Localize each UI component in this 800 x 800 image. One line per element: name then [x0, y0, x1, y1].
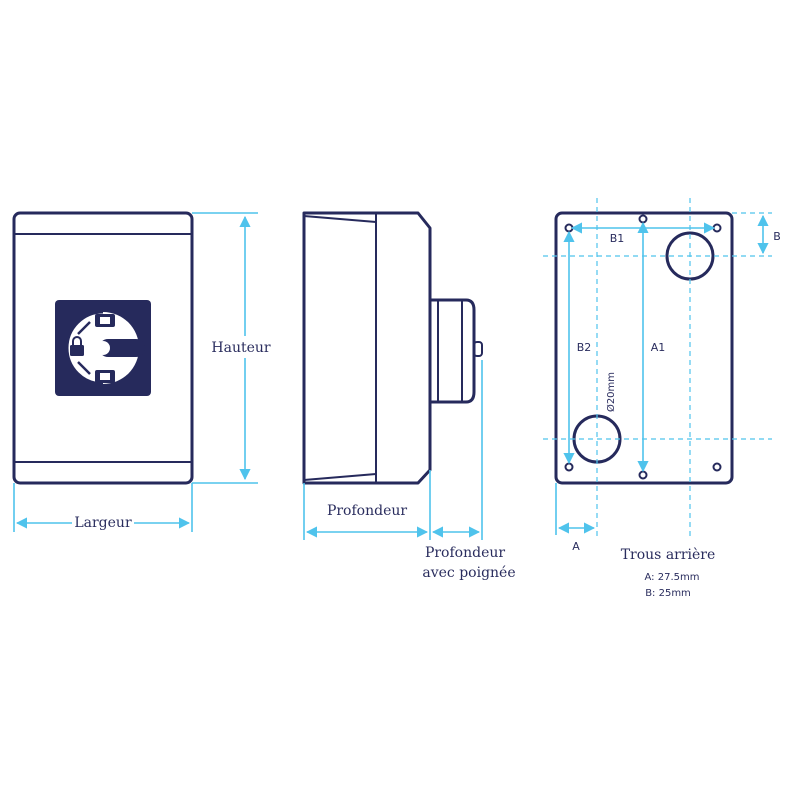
b1-label: B1	[610, 232, 625, 245]
rear-hole-top-right	[712, 223, 722, 233]
trous-arriere-label: Trous arrière	[621, 547, 716, 563]
largeur-label: Largeur	[74, 515, 132, 531]
rear-hole-top-left	[564, 223, 574, 233]
profondeur-poignee-label-1: Profondeur	[425, 545, 505, 561]
diameter-label: Ø20mm	[605, 372, 617, 412]
b-value-label: B: 25mm	[645, 588, 691, 599]
rear-view: B1 B2 A1 Ø20mm B A Trous arrière A: 27.5…	[543, 198, 781, 599]
side-handle	[430, 298, 483, 404]
rotary-switch-lock-icon	[55, 300, 151, 396]
rear-hole-bottom-right	[712, 462, 722, 472]
b2-label: B2	[577, 341, 592, 354]
a1-label: A1	[651, 341, 666, 354]
a-label: A	[572, 540, 580, 553]
side-view: Profondeur Profondeur avec poignée	[302, 211, 516, 581]
front-view: Hauteur Largeur	[12, 211, 272, 534]
profondeur-poignee-label-2: avec poignée	[422, 565, 515, 581]
rear-hole-bottom-mid	[638, 470, 648, 480]
rear-hole-bottom-left	[564, 462, 574, 472]
rear-enclosure-outline	[554, 211, 734, 485]
rear-hole-top-mid	[638, 214, 648, 224]
profondeur-label: Profondeur	[327, 503, 407, 519]
b-label: B	[773, 230, 781, 243]
side-cover-bevel	[303, 215, 377, 481]
a-value-label: A: 27.5mm	[645, 572, 700, 583]
front-enclosure-outline	[12, 211, 194, 485]
hauteur-label: Hauteur	[211, 340, 271, 356]
side-enclosure-outline	[302, 211, 432, 485]
